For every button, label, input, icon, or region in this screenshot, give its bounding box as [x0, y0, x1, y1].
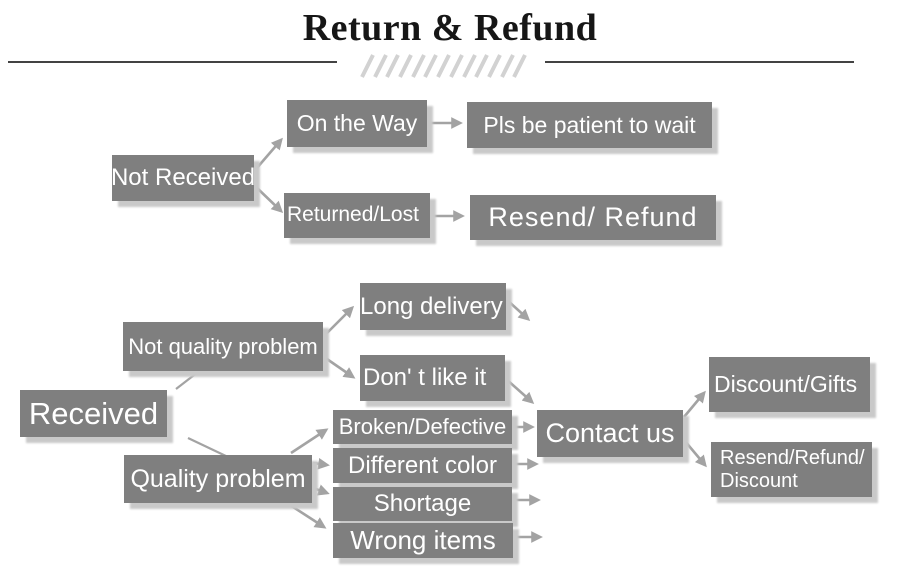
node-resend-refund-discount: Resend/Refund/ Discount [711, 442, 872, 497]
edge-notreceived-ontheway [255, 137, 283, 170]
edge-notquality-longdelivery [323, 305, 355, 337]
edge-quality-wrongitems [289, 503, 327, 529]
node-not-received: Not Received [111, 155, 255, 201]
edge-longdelivery-contactus [506, 299, 531, 321]
edge-received-notqualityproblem [175, 371, 199, 390]
edge-quality-differentcolor [312, 457, 330, 470]
node-discount-gifts: Discount/Gifts [709, 357, 870, 412]
node-broken-defective: Broken/Defective [333, 410, 512, 444]
page-title: Return & Refund [302, 7, 598, 49]
node-long-delivery: Long delivery [360, 283, 506, 330]
node-received: Received [20, 390, 167, 437]
edge-notquality-dontlikeit [323, 355, 356, 379]
title-divider-hashes [360, 54, 527, 78]
node-not-quality-problem: Not quality problem [123, 322, 323, 371]
node-pls-be-patient: Pls be patient to wait [467, 102, 712, 148]
node-resend-refund: Resend/ Refund [470, 195, 716, 240]
node-shortage: Shortage [333, 487, 512, 521]
node-dont-like-it: Don' t like it [360, 355, 505, 401]
node-wrong-items: Wrong items [333, 523, 513, 558]
edge-contactus-resendrefunddiscount [683, 439, 707, 468]
edge-quality-shortage [312, 484, 330, 496]
node-on-the-way: On the Way [287, 100, 427, 147]
node-returned-lost: Returned/Lost [284, 193, 430, 238]
edge-dontlikeit-contactus [505, 378, 535, 404]
edge-quality-broken [290, 428, 329, 455]
node-different-color: Different color [333, 448, 512, 483]
node-contact-us: Contact us [537, 410, 683, 457]
edge-contactus-discountgifts [683, 390, 706, 418]
node-quality-problem: Quality problem [124, 455, 312, 503]
edge-notreceived-returnedlost [255, 186, 284, 214]
edge-received-qualityproblem [187, 437, 229, 458]
